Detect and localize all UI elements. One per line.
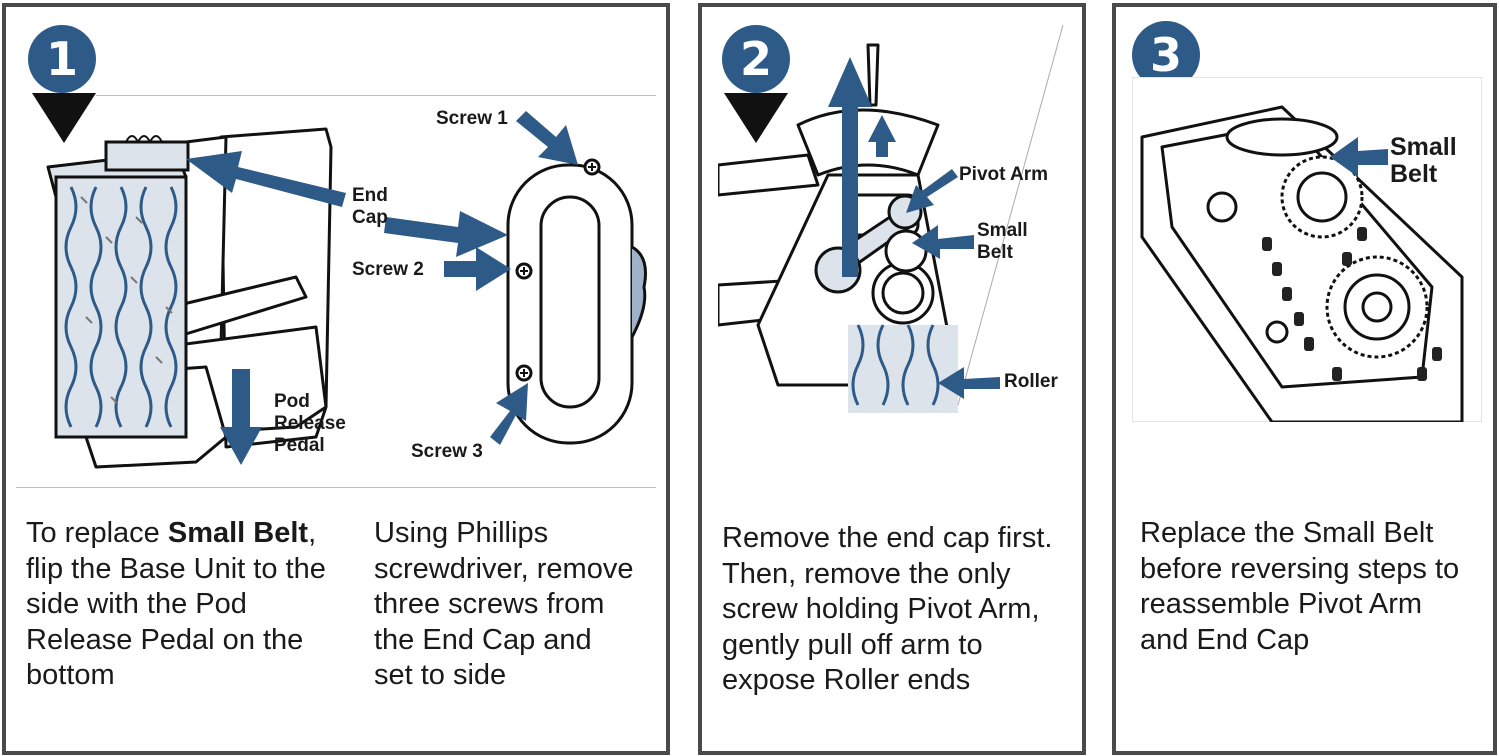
small-belt-label: Small Belt — [977, 220, 1028, 263]
screw-2-label: Screw 2 — [352, 259, 424, 280]
small-belt-illustration — [1132, 77, 1482, 422]
screw-3-arrow — [490, 383, 528, 445]
small-belt-arrow-3 — [1330, 137, 1388, 177]
step-2-instructions: Remove the end cap first. Then, remove t… — [722, 522, 1053, 696]
end-cap-illustration — [506, 158, 647, 445]
screw-1-label: Screw 1 — [436, 108, 508, 129]
step-2-pointer — [724, 93, 788, 143]
step-1-instructions-left: To replace Small Belt, flip the Base Uni… — [26, 516, 326, 694]
step-1-rule-top — [96, 95, 656, 96]
step-1-text-post: , flip the Base Unit to the side with th… — [26, 517, 326, 691]
screw-2-arrow — [444, 247, 511, 291]
step-1-badge: 1 — [28, 25, 96, 93]
step-1-instructions-right: Using Phillips screwdriver, remove three… — [374, 517, 634, 691]
end-cap-label: End Cap — [352, 185, 388, 228]
screw-up-arrow — [868, 115, 896, 157]
step-1-text-bold: Small Belt — [167, 517, 309, 549]
roller-arrow — [938, 367, 1000, 399]
step-1-arrows — [186, 111, 578, 465]
pull-off-arm-arrow — [828, 57, 872, 277]
pod-release-pedal-label: Pod Release Pedal — [274, 391, 346, 456]
base-unit-illustration — [46, 127, 333, 469]
step-1-pointer — [32, 93, 96, 143]
pivot-arm-arrow — [906, 169, 958, 213]
screw-3-label: Screw 3 — [411, 441, 483, 462]
end-cap-arrow-lower — [384, 211, 508, 257]
step-2-badge: 2 — [722, 25, 790, 93]
step-3-panel: 3 Small Be — [1112, 3, 1497, 755]
step-2-panel: 2 — [698, 3, 1086, 755]
small-belt-label-3: Small Belt — [1390, 133, 1457, 188]
step-3-arrows — [1330, 137, 1388, 177]
pivot-arm-label: Pivot Arm — [959, 164, 1049, 185]
step-1-panel: 1 — [2, 3, 670, 755]
screw-1-arrow — [516, 111, 578, 165]
end-cap-arrow-upper — [186, 151, 346, 207]
step-1-rule-bottom — [16, 487, 656, 488]
pod-release-pedal-arrow — [220, 369, 262, 465]
roller-label: Roller — [1004, 371, 1058, 392]
small-belt-arrow — [912, 225, 974, 259]
step-1-text-pre: To replace — [26, 517, 168, 549]
step-3-instructions: Replace the Small Belt before reversing … — [1140, 517, 1460, 656]
step-2-arrows — [828, 57, 1000, 399]
